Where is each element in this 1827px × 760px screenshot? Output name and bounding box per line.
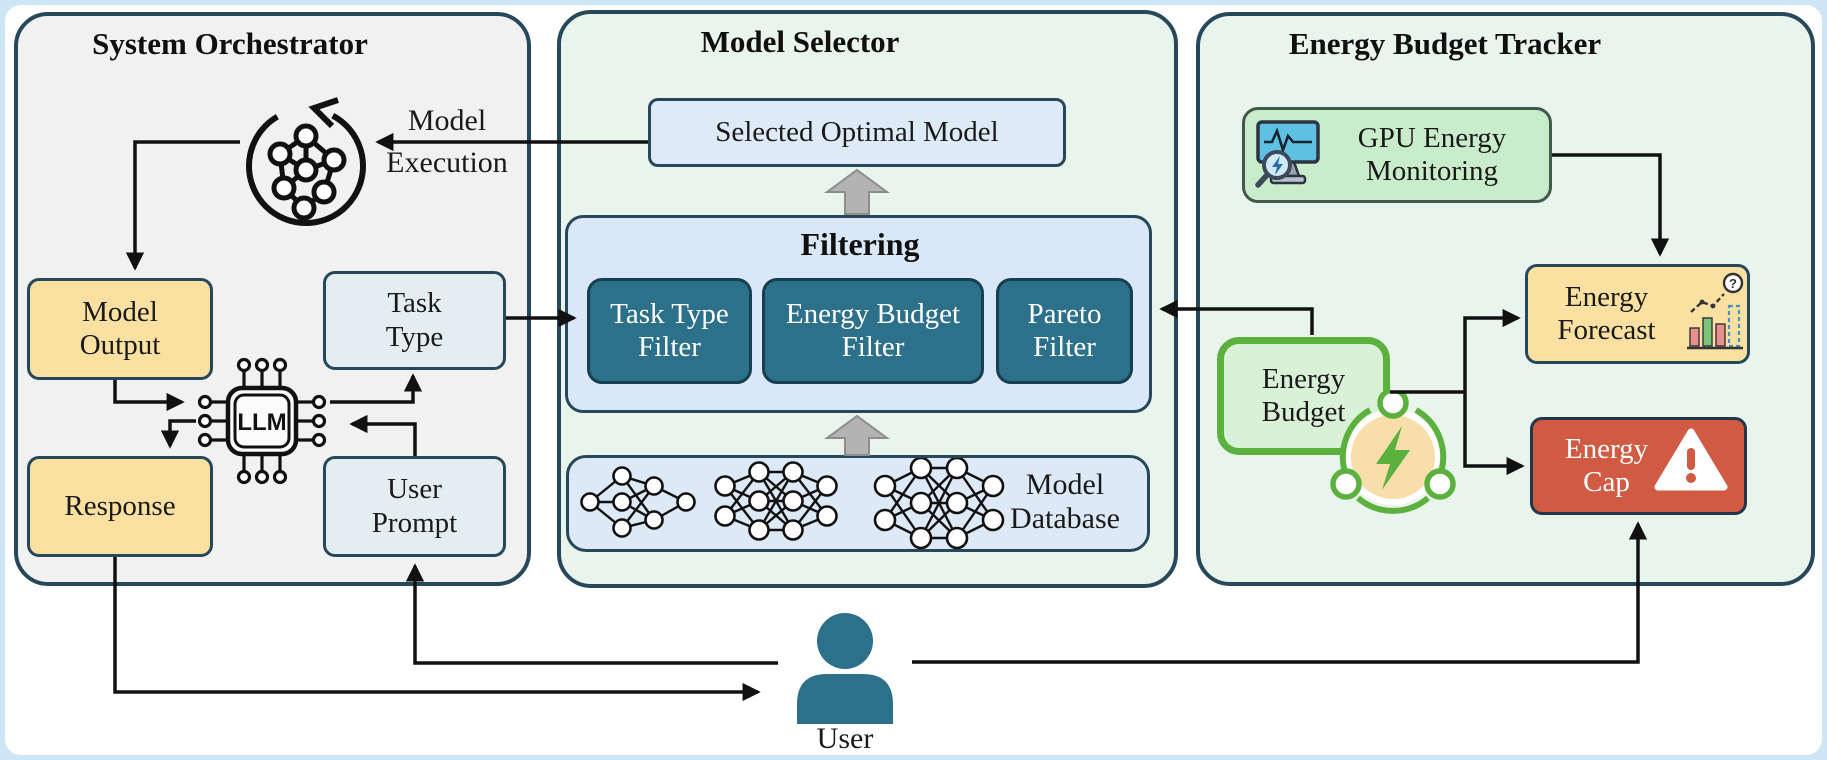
node-energy-budget-filter: Energy Budget Filter [762,278,984,384]
llm-chip-label: LLM [237,409,286,436]
model-output-label: Model Output [79,295,161,361]
energy-budget-label: Energy Budget [1261,362,1346,428]
filtering-title: Filtering [800,226,920,262]
node-user-prompt: User Prompt [323,456,506,557]
energy-budget-filter-label: Energy Budget Filter [785,297,961,363]
model-execution-label-line2: Execution [386,146,508,179]
task-type-filter-label: Task Type Filter [610,297,729,363]
node-task-type-filter: Task Type Filter [587,278,752,384]
selected-optimal-model-label: Selected Optimal Model [715,115,999,148]
task-type-label: Task Type [385,287,444,353]
user-prompt-label: User Prompt [371,473,458,539]
node-task-type: Task Type [323,271,506,370]
llm-chip-icon: LLM [197,357,327,485]
title-system-orchestrator: System Orchestrator [92,26,368,61]
energy-forecast-label: Energy Forecast [1557,280,1656,346]
node-selected-optimal-model: Selected Optimal Model [648,98,1066,167]
user-label: User [816,722,874,755]
title-model-selector: Model Selector [700,24,900,59]
model-execution-label-line1: Model [407,104,487,137]
gpu-monitor-icon [1255,120,1320,188]
title-energy-budget-tracker: Energy Budget Tracker [1288,26,1602,61]
gpu-energy-monitoring-label: GPU Energy Monitoring [1357,121,1507,187]
forecast-chart-icon: ? [1687,272,1744,350]
node-response: Response [27,456,213,557]
node-energy-budget: Energy Budget [1217,337,1390,455]
user-icon [797,613,893,724]
pareto-filter-label: Pareto Filter [1027,297,1102,363]
energy-cap-label: Energy Cap [1564,432,1649,498]
energy-lightning-icon [1330,392,1456,514]
warning-triangle-icon [1654,428,1728,491]
node-pareto-filter: Pareto Filter [996,278,1133,384]
model-database-networks-icon [580,458,1005,550]
node-model-output: Model Output [27,278,213,380]
node-energy-forecast: Energy Forecast [1525,264,1750,364]
model-execution-loop-icon [246,97,366,226]
svg-text:?: ? [1729,276,1737,291]
response-label: Response [64,489,176,522]
